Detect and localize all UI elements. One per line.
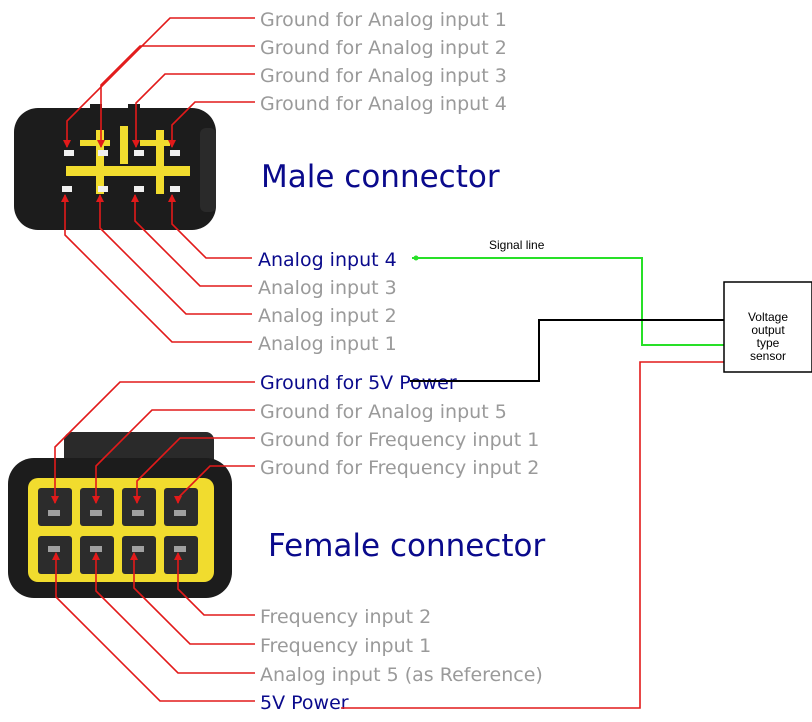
female-bottom-label-3: Analog input 5 (as Reference) [260,664,543,686]
sensor-label-line-4: sensor [750,349,786,363]
male-top-label-2: Ground for Analog input 2 [260,37,507,59]
female-bottom-label-4: 5V Power [260,692,349,714]
female-connector-title: Female connector [268,528,545,564]
male-bottom-label-1: Analog input 4 [258,249,397,271]
male-connector-image [14,104,216,230]
female-top-wires [51,381,255,504]
male-top-label-4: Ground for Analog input 4 [260,93,507,115]
male-top-wires [63,17,255,148]
signal-line-label: Signal line [489,238,545,252]
male-top-label-3: Ground for Analog input 3 [260,65,507,87]
male-top-label-1: Ground for Analog input 1 [260,9,507,31]
male-bottom-label-3: Analog input 2 [258,305,397,327]
female-bottom-wires [52,552,255,702]
female-bottom-label-1: Frequency input 2 [260,606,431,628]
sensor-label-line-1: Voltage [748,310,788,324]
signal-line [412,255,724,346]
ground-line [410,319,724,382]
sensor-label-line-3: type [757,336,780,350]
sensor-label-line-2: output [751,323,785,337]
female-bottom-label-2: Frequency input 1 [260,635,431,657]
male-bottom-label-2: Analog input 3 [258,277,397,299]
sensor-box [723,281,812,373]
female-top-label-4: Ground for Frequency input 2 [260,457,539,479]
power-line [341,361,724,709]
male-connector-title: Male connector [261,159,500,195]
female-connector-image [8,432,232,598]
male-bottom-label-4: Analog input 1 [258,333,397,355]
female-top-label-1: Ground for 5V Power [260,372,457,394]
female-top-label-3: Ground for Frequency input 1 [260,429,539,451]
female-top-label-2: Ground for Analog input 5 [260,401,507,423]
male-bottom-wires [61,194,252,343]
